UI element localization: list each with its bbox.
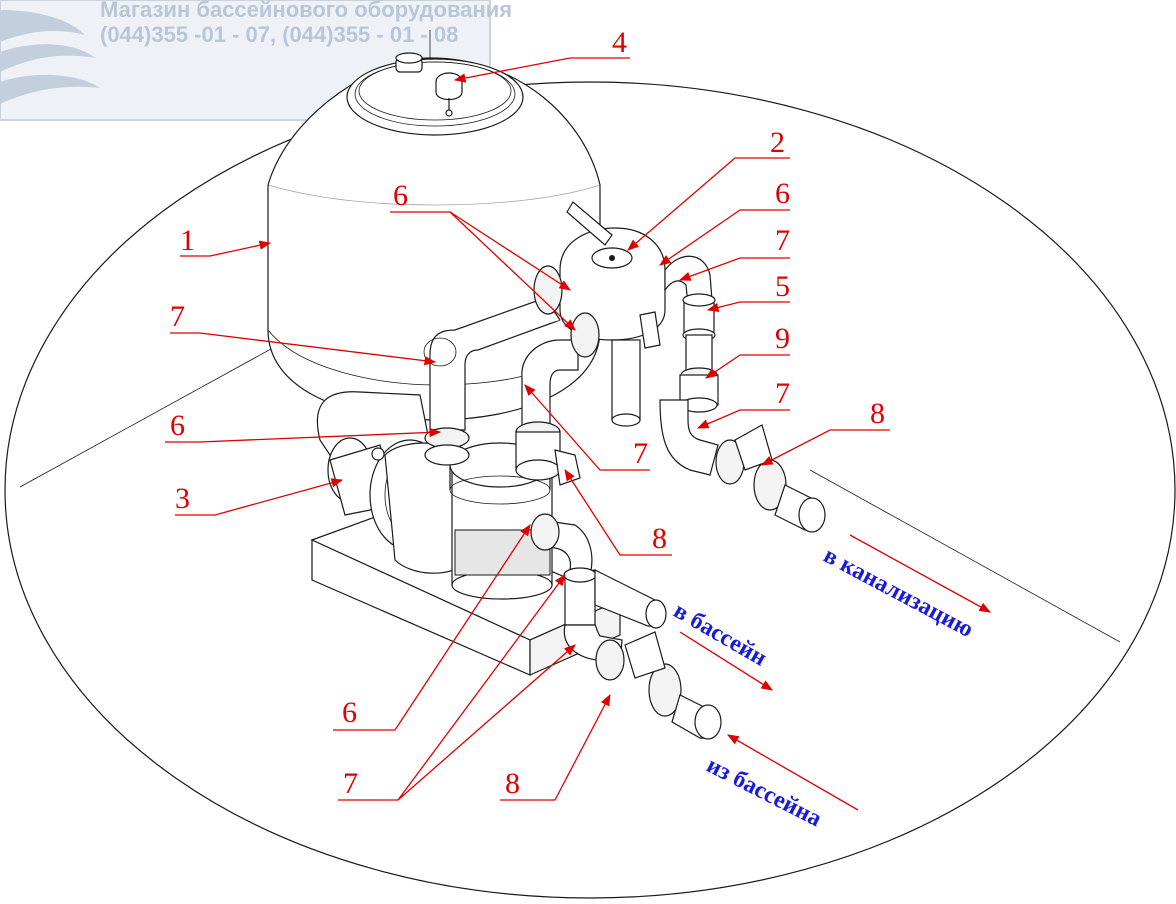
leader-7-right — [696, 409, 790, 429]
flow-arrow-sewer — [849, 534, 992, 613]
valve-drain-pipe — [611, 339, 641, 421]
multiport-valve — [533, 201, 666, 427]
leader-4 — [453, 57, 630, 83]
suction-valve-handle — [624, 631, 666, 679]
leader-7-left — [170, 332, 437, 366]
waste-line — [659, 255, 826, 533]
leader-8-bottom — [500, 693, 611, 801]
callout-numbers: 1 2 3 4 5 6 6 6 6 7 7 7 7 7 8 8 8 9 — [170, 26, 885, 800]
callout-7-left: 7 — [170, 300, 185, 333]
callout-7-valve: 7 — [775, 224, 790, 257]
callout-2: 2 — [770, 126, 785, 159]
leader-7-middle — [524, 384, 650, 471]
callout-7-bottom: 7 — [343, 767, 358, 800]
callout-6-valve: 6 — [775, 177, 790, 210]
leader-6-port-b — [449, 211, 576, 331]
callout-7-right: 7 — [775, 377, 790, 410]
valve-port-front — [570, 312, 600, 358]
callout-leaders — [165, 57, 992, 811]
callout-8-right: 8 — [870, 397, 885, 430]
flow-labels: в канализацию в бассейн из бассейна — [669, 542, 977, 832]
leader-2 — [627, 157, 790, 251]
flow-arrow-from-pool — [726, 734, 859, 811]
flow-arrow-to-pool — [679, 631, 773, 691]
leader-6-valve — [659, 209, 790, 266]
callout-9: 9 — [775, 322, 790, 355]
leader-1 — [180, 240, 272, 257]
pool-lines — [530, 513, 722, 740]
leader-8-middle — [564, 469, 672, 556]
leader-6-left — [165, 427, 442, 443]
leader-7-bottom-b — [397, 644, 576, 801]
label-from-pool: из бассейна — [702, 752, 826, 832]
leader-6-bottom — [333, 524, 531, 731]
middle-pipe — [515, 339, 581, 486]
callout-7-middle: 7 — [633, 437, 648, 470]
callout-1: 1 — [180, 224, 195, 257]
callout-8-bottom: 8 — [505, 767, 520, 800]
callout-4: 4 — [612, 26, 627, 59]
callout-3: 3 — [175, 482, 190, 515]
floor-line-right — [809, 469, 1121, 643]
watermark-line-2: (044)355 -01 - 07, (044)355 - 01 - 08 — [100, 22, 458, 47]
leader-8-right — [760, 429, 890, 466]
callout-5: 5 — [775, 270, 790, 303]
pump-inlet-union — [530, 513, 560, 551]
callout-6-bottom: 6 — [342, 696, 357, 729]
callout-6-left: 6 — [170, 409, 185, 442]
wave-logo-icon — [0, 10, 100, 104]
suction-ball-valve — [595, 639, 625, 681]
middle-valve-handle — [554, 449, 581, 486]
pressure-gauge-icon — [435, 72, 463, 101]
leader-7-valve — [678, 257, 790, 281]
leader-3 — [175, 478, 344, 516]
callout-8-middle: 8 — [652, 522, 667, 555]
leader-9 — [705, 354, 790, 379]
filter-lid — [346, 58, 524, 136]
watermark-line-1: Магазин бассейнового оборудования — [100, 0, 512, 22]
left-riser-pipe — [423, 297, 561, 466]
valve-lever — [566, 201, 613, 246]
leader-5 — [706, 301, 790, 312]
valve-port-left — [533, 265, 563, 315]
scene-ellipse — [4, 81, 1176, 899]
callout-6-ports: 6 — [393, 179, 408, 212]
